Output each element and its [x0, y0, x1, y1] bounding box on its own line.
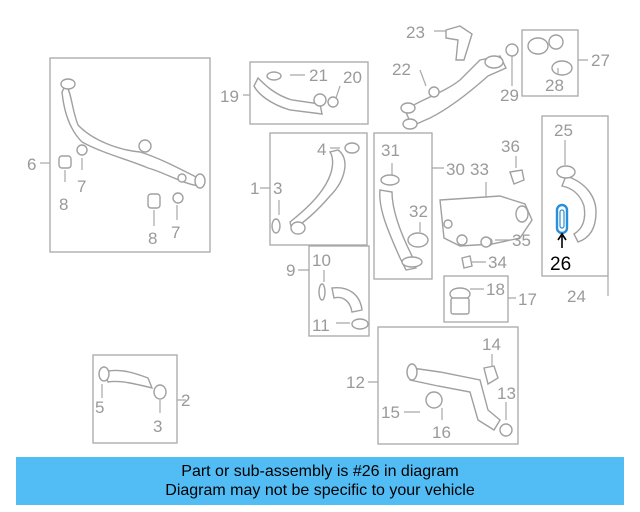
callout-4: 4 [317, 140, 326, 159]
callout-7: 7 [77, 177, 86, 196]
callout-7: 7 [171, 223, 180, 242]
pipe-part-22 [400, 55, 507, 130]
callout-6: 6 [27, 155, 36, 174]
callout-18: 18 [486, 280, 505, 299]
callout-36: 36 [501, 137, 520, 156]
banner-line-disclaimer: Diagram may not be specific to your vehi… [165, 482, 475, 499]
callout-28: 28 [545, 76, 564, 95]
callout-34: 34 [488, 253, 507, 272]
bolt-part-34 [461, 255, 473, 269]
callout-31: 31 [381, 141, 400, 160]
banner-line-part: Part or sub-assembly is #26 in diagram [181, 463, 459, 480]
clamp-part-27 [505, 34, 573, 76]
hose-part-30 [379, 174, 429, 271]
hose-part-1 [271, 142, 360, 235]
callout-12: 12 [346, 373, 365, 392]
part-info-banner: Part or sub-assembly is #26 in diagram D… [16, 457, 624, 505]
bracket-part-23 [445, 25, 473, 61]
group-box-12 [377, 326, 519, 445]
group-box-17 [443, 275, 509, 323]
callout-26-highlighted: 26 [550, 254, 571, 275]
oring-part-26-highlighted [555, 203, 569, 235]
pipe-part-6 [60, 78, 206, 189]
callout-13: 13 [497, 384, 516, 403]
group-box-6 [49, 57, 211, 253]
callout-5: 5 [95, 398, 104, 417]
manifold-part-33 [439, 195, 533, 247]
callout-1: 1 [250, 179, 259, 198]
group-box-27 [521, 29, 579, 97]
callout-15: 15 [381, 403, 400, 422]
callout-8: 8 [59, 195, 68, 214]
bushing-part-8 [58, 155, 161, 209]
elbow-part-9 [318, 283, 369, 330]
callout-14: 14 [482, 335, 501, 354]
hose-part-24 [556, 165, 597, 243]
callout-25: 25 [554, 121, 573, 140]
callout-10: 10 [312, 251, 331, 270]
group-box-1 [269, 132, 368, 246]
group-box-19 [249, 61, 369, 125]
group-box-9 [308, 245, 370, 337]
group-box-30 [373, 132, 433, 280]
callout-33: 33 [470, 160, 489, 179]
callout-11: 11 [312, 316, 330, 335]
callout-32: 32 [409, 202, 428, 221]
clamp-part-18 [449, 287, 471, 315]
callout-3: 3 [273, 179, 282, 198]
callout-2: 2 [181, 391, 190, 410]
callout-30: 30 [446, 160, 465, 179]
callout-19: 19 [220, 87, 239, 106]
nut-part-35 [480, 236, 492, 248]
nut-part-7 [76, 144, 184, 204]
pipe-part-12 [406, 363, 513, 437]
group-box-2 [92, 354, 178, 444]
callout-8: 8 [148, 229, 157, 248]
hose-part-2 [98, 366, 167, 400]
callout-29: 29 [500, 86, 519, 105]
sensor-part-36 [509, 169, 525, 185]
callout-22: 22 [392, 60, 411, 79]
callout-24: 24 [567, 287, 586, 306]
callout-21: 21 [309, 66, 328, 85]
group-box-24 [541, 115, 609, 277]
callout-16: 16 [432, 423, 451, 442]
callout-17: 17 [518, 290, 537, 309]
callout-3: 3 [153, 417, 162, 436]
callout-9: 9 [286, 261, 295, 280]
callout-27: 27 [591, 51, 610, 70]
hose-part-19 [253, 71, 339, 115]
callout-23: 23 [406, 23, 425, 42]
callout-35: 35 [512, 231, 531, 250]
callout-20: 20 [343, 68, 362, 87]
